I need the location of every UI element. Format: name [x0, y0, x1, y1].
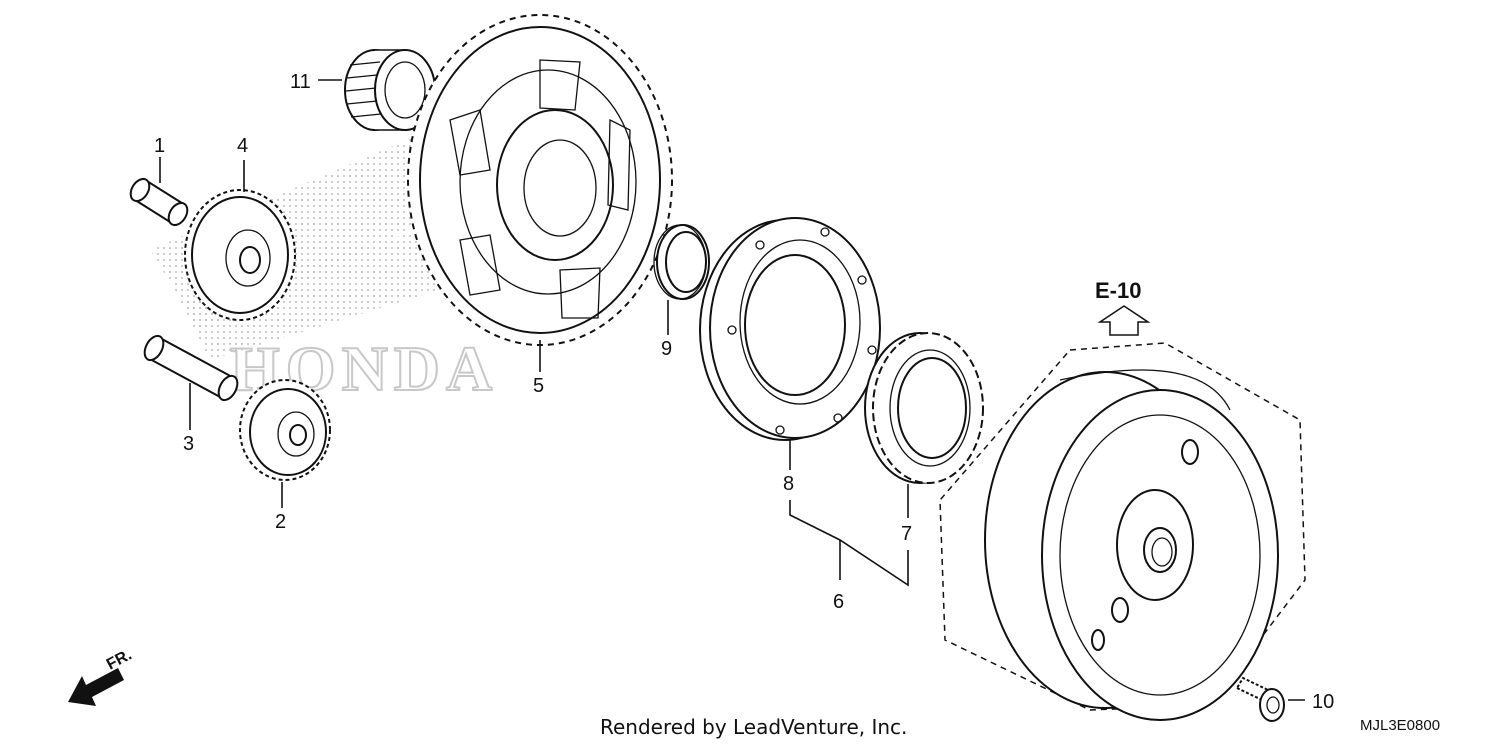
reference-arrow-icon	[1097, 305, 1151, 336]
callout-9: 9	[661, 338, 672, 360]
callout-10: 10	[1312, 691, 1334, 713]
callout-2: 2	[275, 511, 286, 533]
gear-part-2	[239, 379, 331, 481]
washer-part-9	[653, 224, 710, 300]
clutch-outer-part-8	[699, 217, 881, 441]
gear-part-4	[184, 189, 296, 321]
callout-8: 8	[783, 473, 794, 495]
front-label: FR.	[104, 646, 135, 673]
flywheel-reference	[939, 342, 1306, 721]
bolt-part-10	[1235, 676, 1285, 722]
needle-bearing-part-11	[344, 49, 436, 131]
callout-5: 5	[533, 375, 544, 397]
shaft-part-3	[143, 334, 239, 402]
front-direction-arrow-icon	[68, 668, 124, 706]
callout-11: 11	[290, 71, 311, 93]
callout-1: 1	[154, 135, 165, 157]
callout-4: 4	[237, 135, 248, 157]
assembly-bracket-6	[789, 500, 909, 587]
shaft-part-1	[129, 177, 189, 227]
sprag-clutch-part-7	[864, 332, 984, 484]
callout-7: 7	[901, 523, 912, 545]
callout-6: 6	[833, 591, 844, 613]
callout-3: 3	[183, 433, 194, 455]
reference-label: E-10	[1095, 278, 1141, 303]
diagram-code: MJL3E0800	[1360, 717, 1440, 734]
driven-gear-part-5	[407, 14, 673, 346]
render-credit: Rendered by LeadVenture, Inc.	[600, 715, 907, 739]
